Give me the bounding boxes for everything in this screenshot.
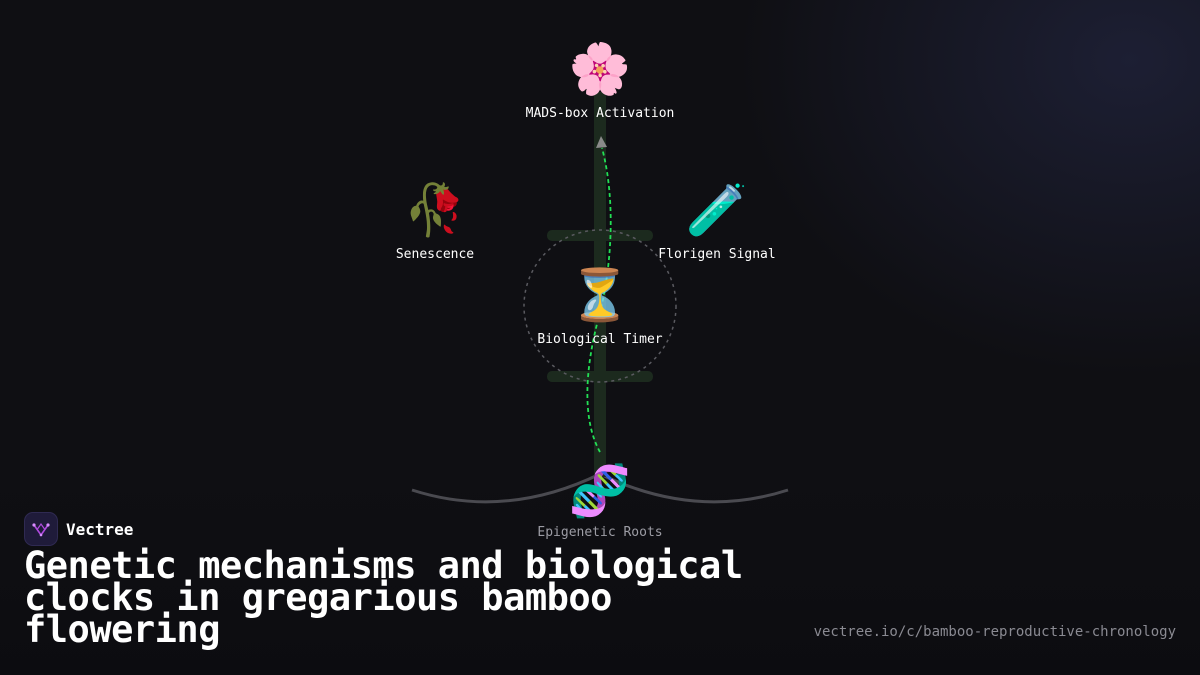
biological-timer-label: Biological Timer bbox=[537, 332, 663, 347]
signal-arrowhead bbox=[596, 136, 607, 148]
wilted-flower-icon: 🥀 bbox=[403, 181, 467, 239]
brand-name: Vectree bbox=[66, 519, 134, 539]
signal-path bbox=[586, 147, 612, 453]
brand[interactable]: Vectree bbox=[24, 512, 133, 546]
page-title: Genetic mechanisms and biological clocks… bbox=[24, 544, 743, 651]
test-tube-icon: 🧪 bbox=[685, 181, 749, 239]
mads-box-activation-label: MADS-box Activation bbox=[525, 106, 675, 121]
bamboo-node-upper bbox=[547, 230, 653, 241]
vectree-logo-icon bbox=[24, 512, 58, 546]
site-url-link[interactable]: vectree.io/c/bamboo-reproductive-chronol… bbox=[813, 624, 1176, 640]
logo-mark bbox=[32, 522, 50, 537]
bamboo-node-lower bbox=[547, 371, 653, 382]
cherry-blossom-icon: 🌸 bbox=[568, 40, 632, 98]
dna-icon: 🧬 bbox=[568, 462, 632, 520]
epigenetic-roots-label: Epigenetic Roots bbox=[537, 525, 663, 540]
florigen-signal-label: Florigen Signal bbox=[658, 247, 776, 262]
timer-ring bbox=[523, 229, 677, 383]
hourglass-icon: ⏳ bbox=[568, 266, 632, 324]
senescence-label: Senescence bbox=[395, 247, 475, 262]
